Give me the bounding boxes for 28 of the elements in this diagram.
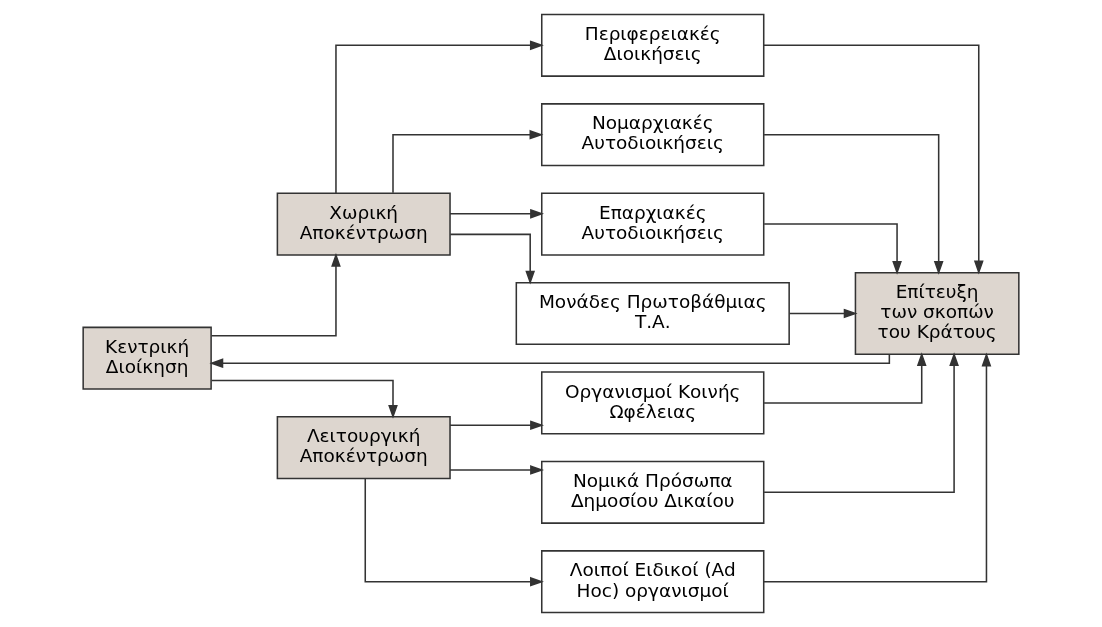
node-box: Επαρχιακές Αυτοδιοικήσεις (541, 192, 765, 256)
node-box: Οργανισμοί Κοινής Ωφέλειας (541, 371, 765, 435)
arrow (763, 352, 959, 494)
node-box: Λοιποί Ειδικοί (Ad Hoc) οργανισμοί (541, 550, 765, 614)
arrow (364, 477, 544, 587)
node-box: Λειτουργική Αποκέντρωση (276, 416, 451, 480)
node-box: Περιφερειακές Διοικήσεις (541, 13, 765, 77)
arrow (392, 129, 544, 194)
arrow (449, 420, 544, 431)
node-box: Νομαρχιακές Αυτοδιοικήσεις (541, 103, 765, 167)
node-box: Μονάδες Πρωτοβάθμιας Τ.Α. (515, 281, 790, 346)
arrow (763, 133, 944, 275)
arrow (763, 223, 902, 275)
node-box: Νομικά Πρόσωπα Δημοσίου Δικαίου (541, 460, 765, 524)
arrow (449, 208, 544, 219)
arrow (210, 252, 341, 337)
arrow (335, 40, 544, 194)
node-box: Επίτευξη των σκοπών του Κράτους (854, 271, 1020, 356)
node-box: Κεντρική Διοίκηση (82, 326, 212, 390)
arrow (763, 352, 927, 404)
arrow (763, 352, 992, 583)
arrow (449, 233, 536, 285)
arrow (210, 379, 398, 419)
arrow (788, 308, 858, 319)
arrow (209, 353, 891, 369)
arrow (449, 465, 544, 475)
node-box: Χωρική Αποκέντρωση (276, 192, 451, 256)
arrow (763, 44, 984, 275)
